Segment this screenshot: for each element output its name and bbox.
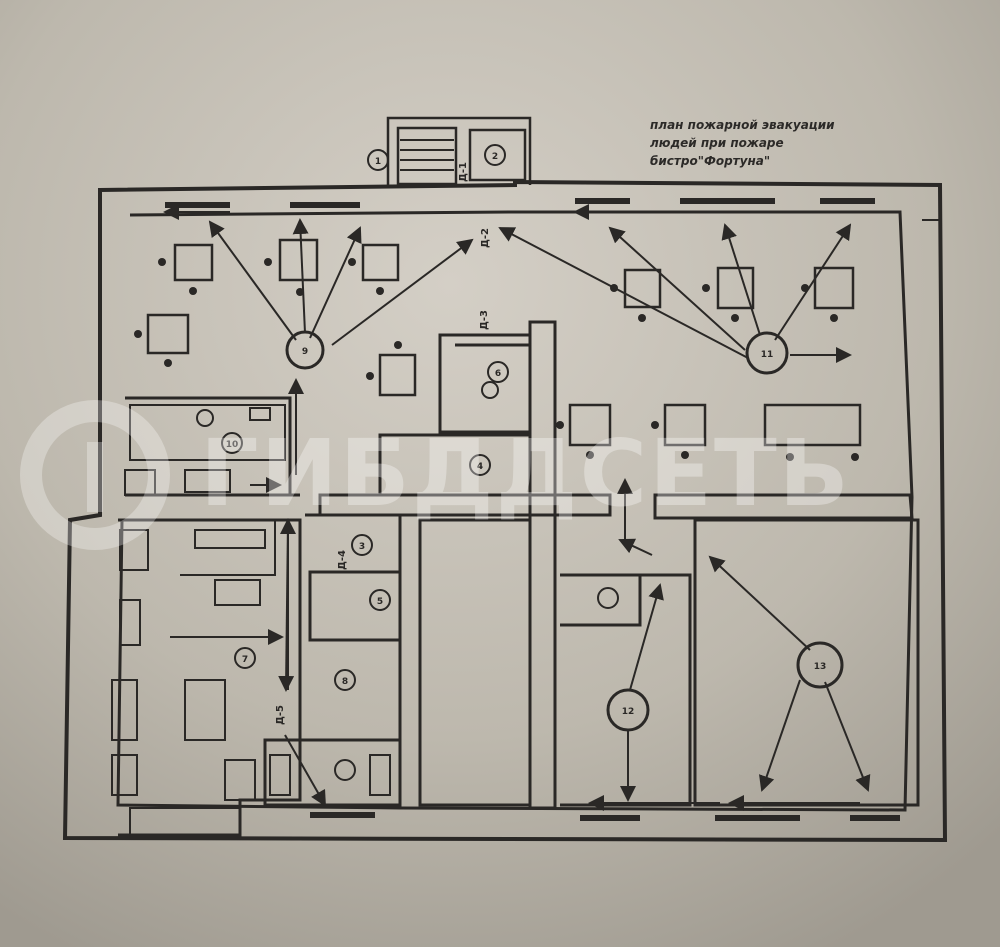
staircase [386,116,532,186]
room-7-label: 7 [242,655,248,665]
room-9-label: 9 [302,347,308,357]
room-1-label: 1 [375,157,381,167]
door-label-d5: Д-5 [275,705,286,725]
room-3-label: 3 [359,542,365,552]
room-11-label: 11 [761,350,774,360]
interior-walls [118,219,940,837]
room-4-label: 4 [477,462,483,472]
room-2-label: 2 [492,152,498,162]
room-12-label: 12 [622,707,635,717]
small-room-markers [221,144,619,781]
table-chairs [134,258,859,461]
door-label-d2: Д-2 [480,228,491,248]
room-8-label: 8 [342,677,348,687]
dining-tables [146,238,862,447]
door-label-d1: Д-1 [458,162,469,182]
watermark-logo [20,400,170,550]
watermark-text: ГИБДДСЕТЬ [200,420,851,527]
evacuation-arrows [163,204,871,811]
room-6-label: 6 [495,369,501,379]
plan-title-line-1: план пожарной эвакуации [650,118,835,132]
plan-title-line-2: людей при пожаре [650,136,784,150]
room-13-label: 13 [814,662,827,672]
door-labels: Д-1 Д-2 Д-3 Д-4 Д-5 [275,162,491,725]
door-label-d4: Д-4 [337,550,348,570]
room-10-label: 10 [226,440,239,450]
top-windows [165,198,875,208]
plan-title-line-3: бистро"Фортуна" [650,154,771,168]
door-label-d3: Д-3 [479,310,490,330]
room-5-label: 5 [377,597,383,607]
room-markers [285,330,844,732]
room-number-labels: 1 2 3 4 5 6 7 8 9 10 11 12 13 [226,152,827,717]
